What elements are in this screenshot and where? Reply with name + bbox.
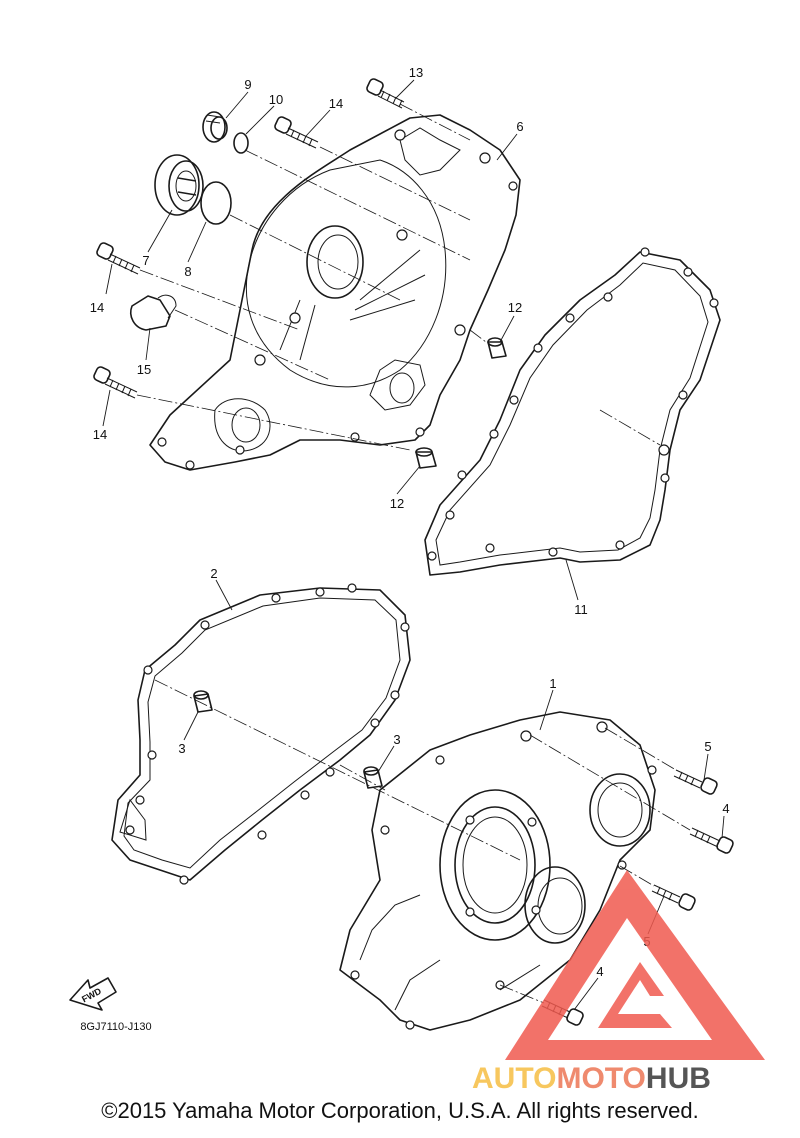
dowel-pin-3-right-part [363,766,383,789]
watermark-part3: HUB [646,1062,711,1095]
watermark-text: AUTOMOTOHUB [472,1062,711,1095]
bolt-5-lower-part [651,884,696,911]
leader-lines [102,79,725,1011]
callout-11: 11 [574,602,588,617]
callout-2: 2 [210,566,217,581]
callout-9: 9 [244,77,251,92]
alignment-lines-lower [154,679,691,1004]
watermark-part1: AUTO [472,1062,556,1095]
callout-4-upper: 4 [722,801,729,816]
bolt-13-part [366,78,405,109]
callout-12-lower: 12 [390,496,404,511]
bolt-5-upper-part [673,769,718,795]
dowel-pin-12-lower-part [415,447,437,469]
callout-13: 13 [409,65,423,80]
watermark-part2: MOTO [556,1062,645,1095]
bolt-4-upper-part [689,827,734,854]
callout-3-right: 3 [393,732,400,747]
o-ring-small-part [233,132,249,154]
o-ring-large-part [200,181,232,225]
callout-4-lower: 4 [596,964,603,979]
automotohub-logo-icon [505,870,765,1060]
callout-5-upper: 5 [704,739,711,754]
callout-8: 8 [184,264,191,279]
parts-diagram: 9 10 13 14 6 7 8 14 15 14 12 12 11 2 1 3… [69,65,765,1095]
callout-1: 1 [549,676,556,691]
bolt-14-top-part [274,116,319,149]
callout-6: 6 [516,119,523,134]
callout-7: 7 [142,253,149,268]
callout-12-upper: 12 [508,300,522,315]
callout-15: 15 [137,362,151,377]
dowel-pin-12-upper-part [487,337,507,359]
callout-14-top: 14 [329,96,343,111]
diagram-code: 8GJ7110-J130 [80,1021,151,1033]
callout-10: 10 [269,92,283,107]
callout-labels: 9 10 13 14 6 7 8 14 15 14 12 12 11 2 1 3… [90,65,730,979]
clutch-cover-gasket-part [111,583,411,885]
hose-clamp-part [130,294,177,331]
copyright-notice: ©2015 Yamaha Motor Corporation, U.S.A. A… [101,1098,699,1123]
callout-14-bottom: 14 [93,427,107,442]
fwd-arrow-icon: FWD [69,977,117,1011]
crankcase-cover-gasket-part [424,247,721,576]
bolt-14-bottom-part [93,366,138,399]
bolt-14-left-part [96,242,141,275]
crankshaft-plug-part [154,154,204,216]
crankcase-cover-part [149,114,521,471]
callout-3-left: 3 [178,741,185,756]
oil-filler-plug-part [202,111,228,143]
clutch-cover-part [339,711,657,1031]
callout-14-left: 14 [90,300,104,315]
dowel-pin-3-left-part [193,690,213,713]
alignment-lines-upper [136,103,661,451]
